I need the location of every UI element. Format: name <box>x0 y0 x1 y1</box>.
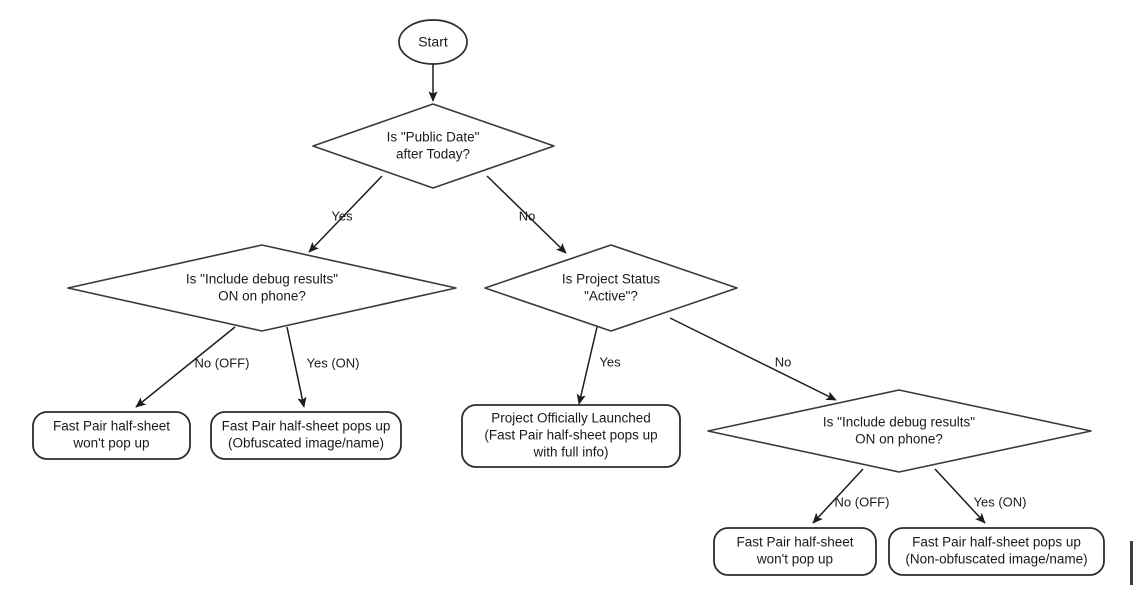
project-status-diamond-shape <box>484 244 738 332</box>
node-public-date-decision[interactable]: Is "Public Date" after Today? <box>312 103 555 189</box>
edge-project-status-no <box>669 317 837 401</box>
project-status-line2: "Active"? <box>584 289 638 304</box>
edge-public-date-no <box>486 175 567 254</box>
node-layer: Start Is "Public Date" after Today? Is "… <box>32 19 1105 576</box>
start-ellipse-shape <box>398 19 468 65</box>
right-off-line2: won't pop up <box>756 552 833 567</box>
edge-label-project-status-yes: Yes <box>599 354 621 369</box>
node-start[interactable]: Start <box>398 19 468 65</box>
edge-debug-left-no <box>135 326 236 408</box>
right-edge-artifact <box>1130 541 1133 585</box>
edge-label-project-status-no: No <box>775 354 792 369</box>
edge-debug-right-yes <box>934 468 986 524</box>
node-debug-right-decision[interactable]: Is "Include debug results" ON on phone? <box>707 389 1092 473</box>
edge-project-status-yes <box>576 326 598 405</box>
public-date-line1: Is "Public Date" <box>387 130 480 145</box>
left-on-box-shape <box>210 411 402 460</box>
left-on-line1: Fast Pair half-sheet pops up <box>222 419 391 434</box>
right-off-line1: Fast Pair half-sheet <box>736 535 853 550</box>
public-date-line2: after Today? <box>396 147 470 162</box>
node-project-status-decision[interactable]: Is Project Status "Active"? <box>484 244 738 332</box>
node-right-on-terminal[interactable]: Fast Pair half-sheet pops up (Non-obfusc… <box>888 527 1105 576</box>
right-on-line1: Fast Pair half-sheet pops up <box>912 535 1081 550</box>
edge-debug-left-yes <box>286 326 307 408</box>
start-label: Start <box>418 34 448 50</box>
node-right-off-terminal[interactable]: Fast Pair half-sheet won't pop up <box>713 527 877 576</box>
launched-line3: with full info) <box>532 445 608 460</box>
edge-label-debug-right-no: No (OFF) <box>835 494 890 509</box>
debug-right-line2: ON on phone? <box>855 432 943 447</box>
left-off-line1: Fast Pair half-sheet <box>53 419 170 434</box>
debug-right-diamond-shape <box>707 389 1092 473</box>
node-launched-terminal[interactable]: Project Officially Launched (Fast Pair h… <box>461 404 681 468</box>
debug-left-line1: Is "Include debug results" <box>186 272 338 287</box>
edge-layer: Yes No No (OFF) Yes (ON) Yes No No (OFF)… <box>135 64 1027 524</box>
node-debug-left-decision[interactable]: Is "Include debug results" ON on phone? <box>67 244 457 332</box>
edge-label-debug-left-no: No (OFF) <box>195 355 250 370</box>
right-on-box-shape <box>888 527 1105 576</box>
left-off-line2: won't pop up <box>72 436 149 451</box>
left-on-line2: (Obfuscated image/name) <box>228 436 384 451</box>
node-left-off-terminal[interactable]: Fast Pair half-sheet won't pop up <box>32 411 191 460</box>
public-date-diamond-shape <box>312 103 555 189</box>
edge-label-debug-right-yes: Yes (ON) <box>974 494 1027 509</box>
edge-label-debug-left-yes: Yes (ON) <box>307 355 360 370</box>
node-left-on-terminal[interactable]: Fast Pair half-sheet pops up (Obfuscated… <box>210 411 402 460</box>
edge-public-date-yes <box>308 175 383 253</box>
edge-label-public-date-no: No <box>519 208 536 223</box>
launched-line1: Project Officially Launched <box>491 411 651 426</box>
debug-right-line1: Is "Include debug results" <box>823 415 975 430</box>
launched-box-shape <box>461 404 681 468</box>
edge-debug-right-no <box>812 468 864 524</box>
debug-left-line2: ON on phone? <box>218 289 306 304</box>
right-off-box-shape <box>713 527 877 576</box>
right-on-line2: (Non-obfuscated image/name) <box>905 552 1087 567</box>
edge-label-public-date-yes: Yes <box>331 208 353 223</box>
left-off-box-shape <box>32 411 191 460</box>
project-status-line1: Is Project Status <box>562 272 661 287</box>
launched-line2: (Fast Pair half-sheet pops up <box>484 428 657 443</box>
debug-left-diamond-shape <box>67 244 457 332</box>
